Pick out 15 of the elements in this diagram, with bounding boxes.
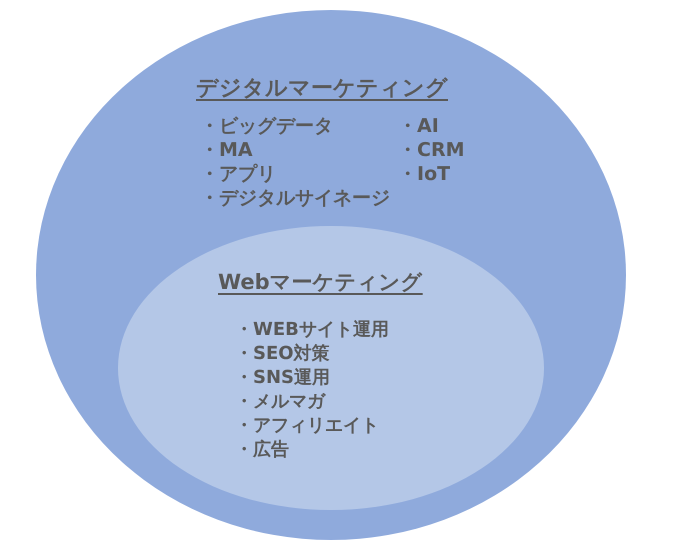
list-item: ・MA [200, 139, 253, 162]
list-item: ・WEBサイト運用 [235, 319, 389, 341]
list-item: ・アフィリエイト [235, 415, 379, 437]
list-item: ・IoT [398, 163, 450, 186]
list-item: ・アプリ [200, 163, 276, 186]
list-item: ・デジタルサイネージ [200, 187, 390, 210]
list-item: ・メルマガ [235, 391, 325, 413]
list-item: ・AI [398, 115, 439, 138]
set-heading: デジタルマーケティング [196, 76, 448, 102]
list-item: ・CRM [398, 139, 464, 162]
list-item: ・広告 [235, 439, 289, 461]
list-item: ・ビッグデータ [200, 115, 333, 138]
list-item: ・SNS運用 [235, 367, 330, 389]
list-item: ・SEO対策 [235, 343, 330, 365]
set-heading: Webマーケティング [218, 270, 423, 296]
